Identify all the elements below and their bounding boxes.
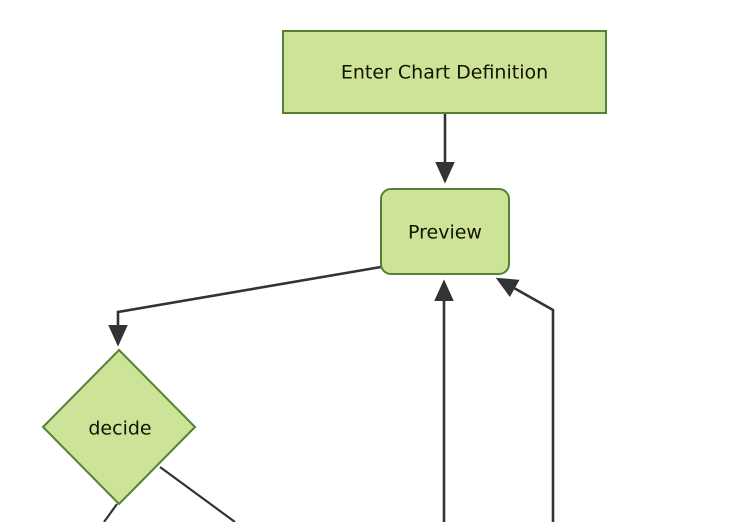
node-enter-chart-definition[interactable]: Enter Chart Definition [282, 30, 607, 114]
enter-chart-definition-label: Enter Chart Definition [341, 62, 548, 84]
decide-label: decide [88, 418, 151, 440]
enter-chart-definition-shape[interactable] [282, 30, 607, 114]
node-preview[interactable]: Preview [380, 188, 510, 275]
edge-decide-to-offscreen-right[interactable] [159, 466, 236, 522]
edge-return-right-to-preview[interactable] [495, 277, 555, 522]
preview-shape[interactable] [380, 188, 510, 275]
node-decide[interactable]: decide [41, 348, 197, 506]
preview-label: Preview [408, 222, 482, 244]
edge-preview-to-decide[interactable] [108, 265, 382, 347]
decide-shape[interactable] [41, 348, 197, 506]
edge-decide-to-offscreen-left[interactable] [103, 503, 118, 522]
edge-layer [103, 113, 555, 522]
